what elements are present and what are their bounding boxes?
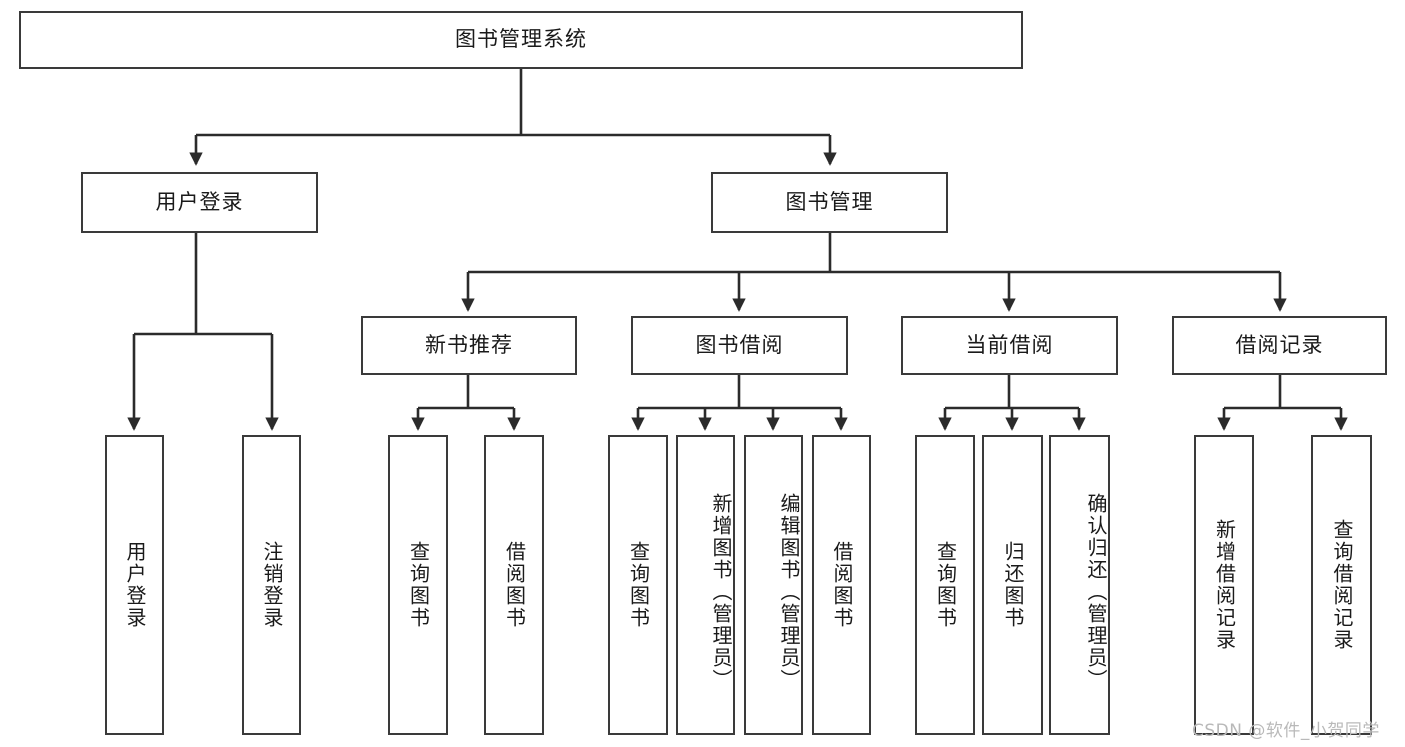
- leaf-return-book[interactable]: 归还图书: [982, 435, 1043, 735]
- leaf-borrow-book-1-label: 借阅图书: [502, 541, 527, 629]
- node-root[interactable]: 图书管理系统: [19, 11, 1023, 69]
- leaf-borrow-book-2-label: 借阅图书: [830, 541, 854, 629]
- node-root-label: 图书管理系统: [455, 27, 587, 52]
- leaf-confirm-return-label: 确认归还（管理员）: [1084, 493, 1108, 691]
- node-book-borrow[interactable]: 图书借阅: [631, 316, 848, 375]
- node-current-borrow-label: 当前借阅: [965, 332, 1054, 357]
- node-book-manage[interactable]: 图书管理: [711, 172, 948, 233]
- leaf-user-login-label: 用户登录: [123, 541, 147, 629]
- node-new-book-rec-label: 新书推荐: [425, 332, 513, 357]
- leaf-query-book-3-label: 查询图书: [933, 541, 958, 629]
- node-user-login-label: 用户登录: [155, 189, 244, 214]
- leaf-add-book[interactable]: 新增图书（管理员）: [676, 435, 735, 735]
- watermark-text: CSDN @软件_小贺同学: [1192, 721, 1380, 741]
- leaf-edit-book[interactable]: 编辑图书（管理员）: [744, 435, 803, 735]
- leaf-query-record[interactable]: 查询借阅记录: [1311, 435, 1372, 735]
- leaf-query-record-label: 查询借阅记录: [1330, 519, 1354, 651]
- node-book-manage-label: 图书管理: [785, 189, 874, 214]
- leaf-logout-label: 注销登录: [260, 541, 284, 629]
- leaf-query-book-2-label: 查询图书: [626, 541, 651, 629]
- leaf-edit-book-label: 编辑图书（管理员）: [777, 493, 801, 691]
- node-borrow-record[interactable]: 借阅记录: [1172, 316, 1387, 375]
- node-user-login[interactable]: 用户登录: [81, 172, 318, 233]
- leaf-add-record[interactable]: 新增借阅记录: [1194, 435, 1254, 735]
- leaf-query-book-2[interactable]: 查询图书: [608, 435, 668, 735]
- node-new-book-rec[interactable]: 新书推荐: [361, 316, 577, 375]
- leaf-query-book-1-label: 查询图书: [406, 541, 431, 629]
- node-book-borrow-label: 图书借阅: [695, 332, 784, 357]
- leaf-return-book-label: 归还图书: [1001, 541, 1025, 629]
- leaf-query-book-1[interactable]: 查询图书: [388, 435, 448, 735]
- leaf-borrow-book-1[interactable]: 借阅图书: [484, 435, 544, 735]
- leaf-confirm-return[interactable]: 确认归还（管理员）: [1049, 435, 1110, 735]
- leaf-logout[interactable]: 注销登录: [242, 435, 301, 735]
- leaf-add-record-label: 新增借阅记录: [1212, 519, 1237, 651]
- node-current-borrow[interactable]: 当前借阅: [901, 316, 1118, 375]
- node-borrow-record-label: 借阅记录: [1235, 332, 1324, 357]
- leaf-add-book-label: 新增图书（管理员）: [709, 493, 733, 691]
- leaf-user-login[interactable]: 用户登录: [105, 435, 164, 735]
- leaf-query-book-3[interactable]: 查询图书: [915, 435, 975, 735]
- leaf-borrow-book-2[interactable]: 借阅图书: [812, 435, 871, 735]
